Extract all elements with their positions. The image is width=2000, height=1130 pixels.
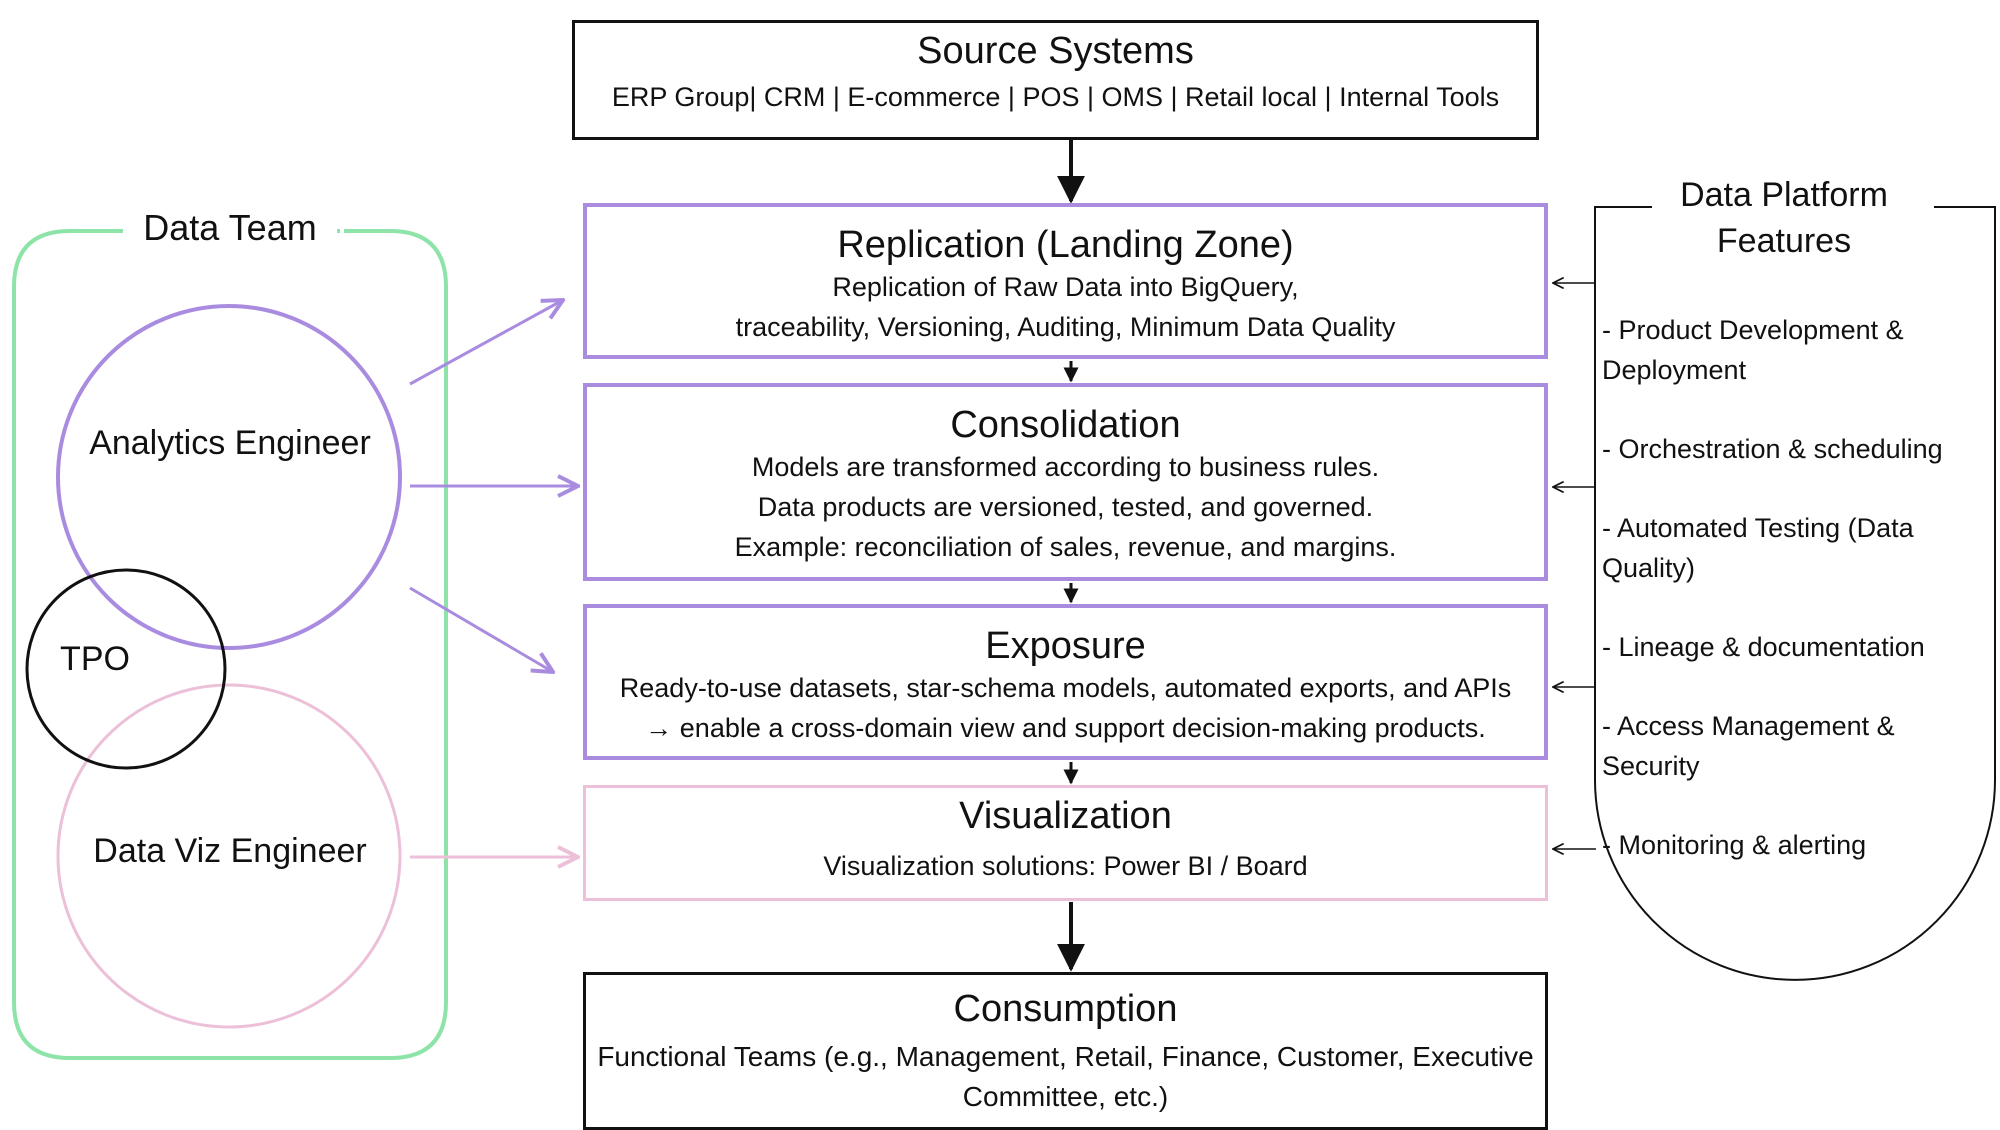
consolidation-box: Consolidation Models are transformed acc… — [583, 383, 1548, 581]
consolidation-title: Consolidation — [950, 404, 1181, 446]
visualization-box: Visualization Visualization solutions: P… — [583, 785, 1548, 901]
platform-feature-item: - Lineage & documentation — [1602, 632, 1925, 662]
tpo-label: TPO — [60, 640, 130, 678]
consolidation-line-2: Data products are versioned, tested, and… — [757, 492, 1374, 522]
consolidation-line-3: Example: reconciliation of sales, revenu… — [734, 532, 1397, 562]
exposure-line-1: Ready-to-use datasets, star-schema model… — [619, 673, 1512, 703]
platform-features-title: Data Platform Features — [1652, 172, 1916, 264]
analytics-engineer-circle — [56, 304, 402, 650]
exposure-title: Exposure — [985, 625, 1146, 667]
consumption-title: Consumption — [953, 988, 1178, 1030]
analytics-engineer-label: Analytics Engineer — [89, 424, 371, 462]
source-systems-title: Source Systems — [917, 30, 1194, 72]
platform-feature-item: - Orchestration & scheduling — [1602, 434, 1943, 464]
data-team-container — [12, 229, 448, 1060]
visualization-line-1: Visualization solutions: Power BI / Boar… — [823, 851, 1308, 881]
platform-features-container — [1594, 206, 1996, 981]
data-team-title: Data Team — [123, 206, 337, 250]
platform-feature-item: - Automated Testing (Data Quality) — [1602, 513, 1914, 583]
platform-feature-item: - Product Development & Deployment — [1602, 315, 1904, 385]
data-viz-engineer-circle — [56, 683, 402, 1029]
arrow-ae-to-replication — [409, 300, 563, 386]
source-systems-box: Source Systems ERP Group| CRM | E-commer… — [572, 20, 1539, 140]
replication-line-1: Replication of Raw Data into BigQuery, — [832, 272, 1299, 302]
data-viz-engineer-label: Data Viz Engineer — [93, 832, 367, 870]
consumption-line-1: Functional Teams (e.g., Management, Reta… — [597, 1041, 1534, 1112]
arrow-ae-to-exposure — [409, 586, 553, 672]
replication-line-2: traceability, Versioning, Auditing, Mini… — [735, 312, 1396, 342]
replication-box: Replication (Landing Zone) Replication o… — [583, 203, 1548, 359]
exposure-line-2: → enable a cross-domain view and support… — [645, 713, 1486, 743]
source-systems-list: ERP Group| CRM | E-commerce | POS | OMS … — [611, 82, 1500, 112]
consumption-box: Consumption Functional Teams (e.g., Mana… — [583, 972, 1548, 1130]
replication-title: Replication (Landing Zone) — [837, 224, 1294, 266]
visualization-title: Visualization — [959, 795, 1172, 837]
platform-feature-item: - Access Management & Security — [1602, 711, 1895, 781]
consolidation-line-1: Models are transformed according to busi… — [751, 452, 1380, 482]
tpo-circle — [25, 568, 227, 770]
platform-feature-item: - Monitoring & alerting — [1602, 830, 1867, 860]
exposure-box: Exposure Ready-to-use datasets, star-sch… — [583, 604, 1548, 760]
